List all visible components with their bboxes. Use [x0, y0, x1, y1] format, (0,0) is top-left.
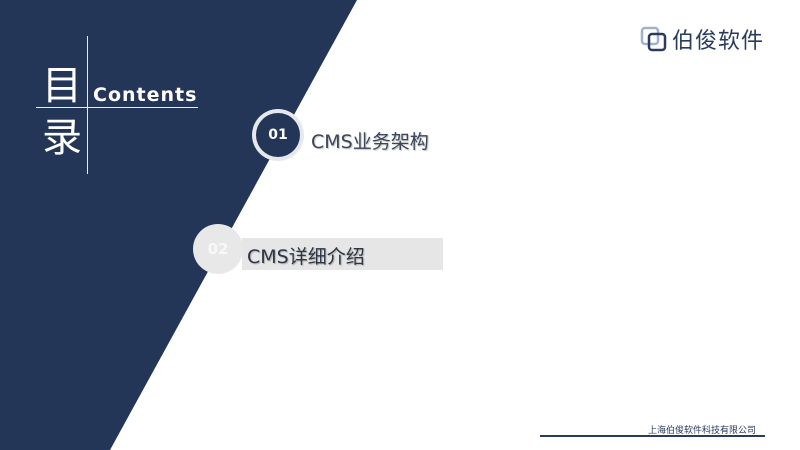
logo-squares-icon [640, 26, 667, 52]
toc-title-english: Contents [93, 84, 198, 106]
toc-item-1-label[interactable]: CMS业务架构 [311, 131, 429, 153]
logo-text: 伯俊软件 [672, 29, 765, 54]
footer-company-name: 上海伯俊软件科技有限公司 [648, 426, 757, 436]
divider-horizontal [36, 107, 198, 108]
divider-vertical [87, 36, 88, 174]
toc-item-2-highlight-bar [242, 238, 443, 270]
toc-title-char-2: 录 [42, 115, 82, 161]
footer-underline [540, 435, 765, 437]
toc-item-2-label[interactable]: CMS详细介绍 [247, 246, 365, 268]
toc-item-2-number[interactable]: 02 [193, 224, 243, 274]
toc-title-char-1: 目 [42, 63, 82, 109]
toc-item-1-number[interactable]: 01 [256, 113, 300, 157]
company-logo: 伯俊软件 [640, 23, 764, 55]
